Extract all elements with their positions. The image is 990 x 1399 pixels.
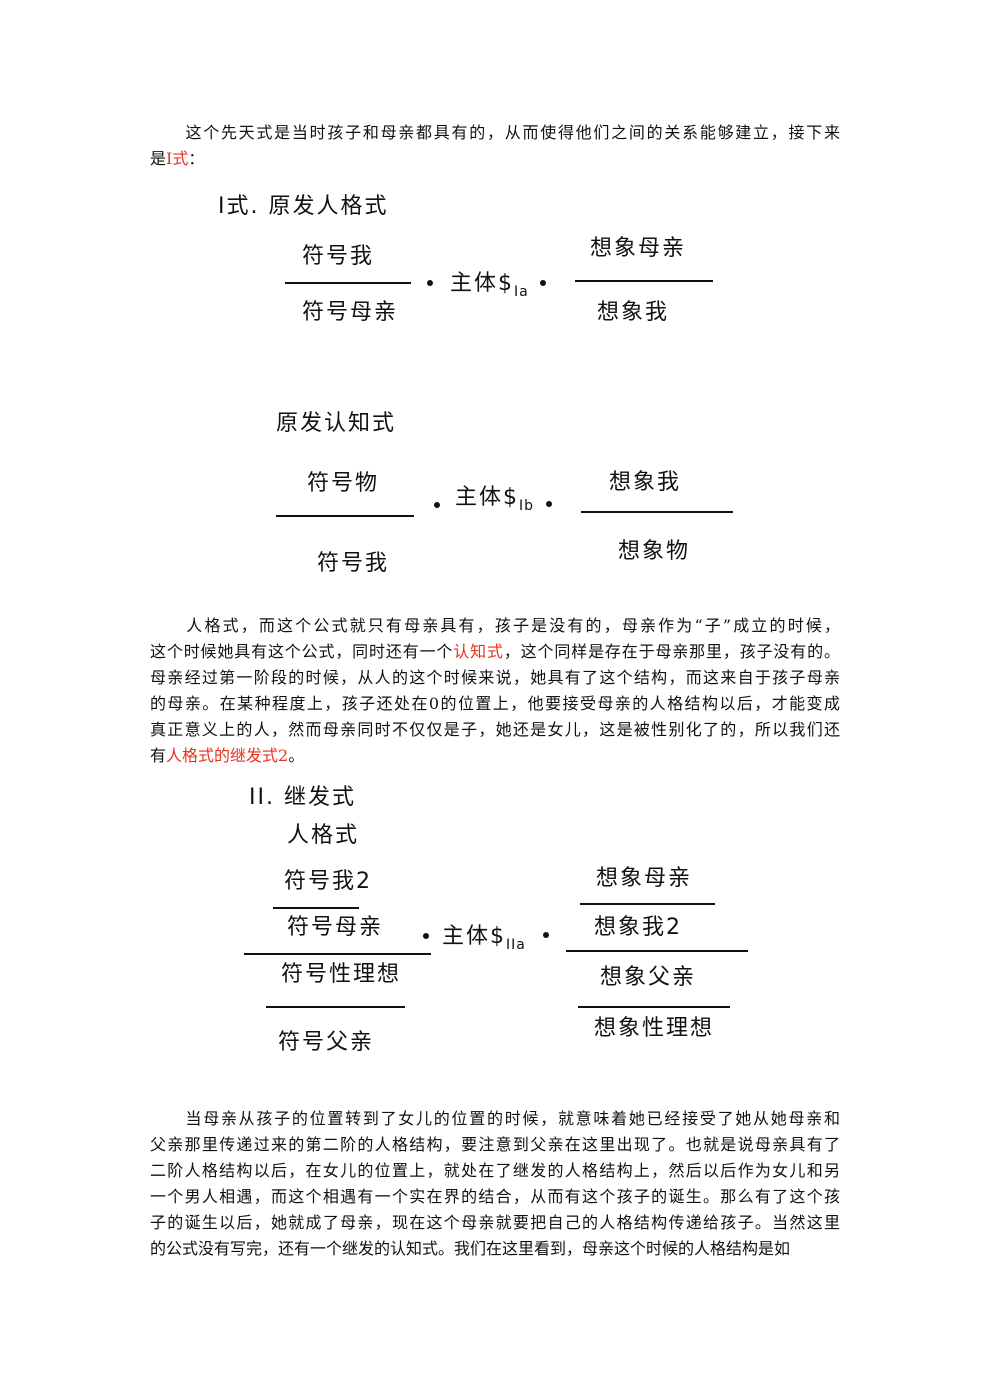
subject-term: 主体$IIa [442, 924, 526, 958]
text-line: 这个先天式是当时孩子和母亲都具有的，从而使得他们之间的关系能够建立，接下来 [150, 123, 840, 143]
fraction-bar [285, 282, 411, 284]
subject-subscript: Ia [514, 284, 529, 300]
text-run: 人格式，而这个公式就只有母亲具有，孩子是没有的，母亲作为“子”成立的时候， [150, 616, 840, 635]
subject-term: 主体$Ia [450, 271, 529, 305]
text-line: 是I式： [150, 149, 840, 169]
text-run: 这个时候她具有这个公式，同时还有一个 [150, 642, 454, 661]
dot-operator [423, 933, 429, 939]
dot-operator [427, 280, 433, 286]
cross-reference-link[interactable]: 人格式的继发式2 [166, 746, 289, 765]
subject-subscript: IIa [506, 937, 526, 953]
text-run: 真正意义上的人，然而母亲同时不仅仅是子，她还是女儿，这是被性别化了的，所以我们还 [150, 720, 840, 739]
text-run: 是 [150, 149, 167, 168]
text-run: 有 [150, 746, 167, 765]
cross-reference-link[interactable]: 认知式 [453, 642, 504, 661]
text-line: 人格式，而这个公式就只有母亲具有，孩子是没有的，母亲作为“子”成立的时候， [150, 616, 840, 636]
subject-term: 主体$Ib [455, 485, 534, 519]
fraction-bar-main [244, 953, 431, 955]
text-line: 真正意义上的人，然而母亲同时不仅仅是子，她还是女儿，这是被性别化了的，所以我们还 [150, 720, 840, 740]
formula-title: I式. 原发人格式 [218, 194, 389, 219]
dot-operator [546, 501, 552, 507]
text-line: 父亲那里传递过来的第二阶的人格结构，要注意到父亲在这里出现了。也就是说母亲具有了 [150, 1135, 840, 1155]
text-line: 一个男人相遇，而这个相遇有一个实在界的结合，从而有这个孩子的诞生。那么有了这个孩 [150, 1187, 840, 1207]
numerator-left: 符号我 [302, 244, 375, 269]
subject-subscript: Ib [519, 498, 535, 514]
subject-label: 主体$ [455, 485, 519, 510]
subject-label: 主体$ [442, 924, 506, 949]
text-run: 母亲经过第一阶段的时候，从人的这个时候来说，她具有了这个结构，而这来自于孩子母亲 [150, 668, 840, 687]
left-term-2: 符号母亲 [287, 915, 384, 940]
fraction-bar [580, 903, 715, 905]
fraction-bar [276, 515, 414, 517]
formula-subtitle: 人格式 [287, 823, 360, 848]
dot-operator [540, 280, 546, 286]
right-term-1: 想象母亲 [596, 866, 693, 891]
text-run: ： [188, 149, 205, 168]
fraction-bar [581, 511, 733, 513]
text-line: 有人格式的继发式2。 [150, 746, 840, 766]
fraction-bar [575, 280, 713, 282]
text-run: 这个先天式是当时孩子和母亲都具有的，从而使得他们之间的关系能够建立，接下来 [150, 123, 840, 142]
text-run: 子的诞生以后，她就成了母亲，现在这个母亲就要把自己的人格结构传递给孩子。当然这里 [150, 1213, 840, 1232]
numerator-left: 符号物 [307, 471, 380, 496]
right-term-3: 想象父亲 [600, 965, 697, 990]
text-line: 二阶人格结构以后，在女儿的位置上，就处在了继发的人格结构上，然后以后作为女儿和另 [150, 1161, 840, 1181]
cross-reference-link[interactable]: I式 [166, 149, 189, 168]
subject-label: 主体$ [450, 271, 514, 296]
dot-operator [434, 502, 440, 508]
fraction-bar [273, 907, 359, 909]
denominator-right: 想象我 [597, 300, 670, 325]
numerator-right: 想象母亲 [590, 236, 687, 261]
text-line: 这个时候她具有这个公式，同时还有一个认知式，这个同样是存在于母亲那里，孩子没有的… [150, 642, 840, 662]
text-line: 子的诞生以后，她就成了母亲，现在这个母亲就要把自己的人格结构传递给孩子。当然这里 [150, 1213, 840, 1233]
denominator-right: 想象物 [618, 539, 691, 564]
text-run: 父亲那里传递过来的第二阶的人格结构，要注意到父亲在这里出现了。也就是说母亲具有了 [150, 1135, 840, 1154]
fraction-bar-main [566, 950, 748, 952]
text-line: 的母亲。在某种程度上，孩子还处在0的位置上，他要接受母亲的人格结构以后，才能变成 [150, 694, 840, 714]
denominator-left: 符号我 [317, 551, 390, 576]
text-run: ，这个同样是存在于母亲那里，孩子没有的。 [503, 642, 840, 661]
text-run: 的母亲。在某种程度上，孩子还处在0的位置上，他要接受母亲的人格结构以后，才能变成 [150, 694, 840, 713]
text-run: 当母亲从孩子的位置转到了女儿的位置的时候，就意味着她已经接受了她从她母亲和 [150, 1109, 840, 1128]
text-line: 的公式没有写完，还有一个继发的认知式。我们在这里看到，母亲这个时候的人格结构是如 [150, 1239, 840, 1259]
text-run: 二阶人格结构以后，在女儿的位置上，就处在了继发的人格结构上，然后以后作为女儿和另 [150, 1161, 840, 1180]
fraction-bar [266, 1006, 405, 1008]
text-run: 一个男人相遇，而这个相遇有一个实在界的结合，从而有这个孩子的诞生。那么有了这个孩 [150, 1187, 840, 1206]
right-term-2: 想象我2 [594, 915, 682, 940]
right-term-4: 想象性理想 [594, 1016, 715, 1041]
left-term-3: 符号性理想 [281, 962, 402, 987]
left-term-1: 符号我2 [284, 869, 372, 894]
dot-operator [543, 932, 549, 938]
left-term-4: 符号父亲 [278, 1030, 375, 1055]
denominator-left: 符号母亲 [302, 300, 399, 325]
text-run: 的公式没有写完，还有一个继发的认知式。我们在这里看到，母亲这个时候的人格结构是如 [150, 1239, 791, 1258]
text-line: 母亲经过第一阶段的时候，从人的这个时候来说，她具有了这个结构，而这来自于孩子母亲 [150, 668, 840, 688]
text-run: 。 [288, 746, 305, 765]
fraction-bar [578, 1006, 730, 1008]
formula-title: II. 继发式 [249, 785, 356, 810]
numerator-right: 想象我 [609, 470, 682, 495]
text-line: 当母亲从孩子的位置转到了女儿的位置的时候，就意味着她已经接受了她从她母亲和 [150, 1109, 840, 1129]
formula-title: 原发认知式 [276, 411, 397, 436]
